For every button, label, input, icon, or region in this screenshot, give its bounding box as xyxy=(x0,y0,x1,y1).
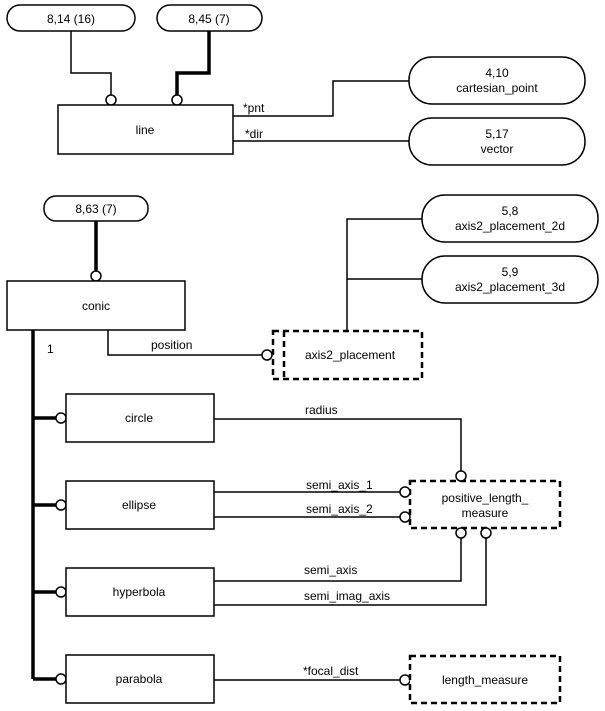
supertype-end-circle-icon xyxy=(171,94,183,106)
type-positive-length-measure-label-1: positive_length_ xyxy=(442,491,529,505)
entity-line[interactable]: line xyxy=(57,104,234,155)
ref-axis2-placement-3d-page: 5,9 xyxy=(502,265,519,279)
attr-pnt-line xyxy=(233,80,409,117)
attr-semi-axis-line xyxy=(214,538,462,582)
relation-end-circle-icon xyxy=(261,349,273,361)
relation-end-circle-icon xyxy=(399,511,411,523)
ref-vector[interactable]: 5,17 vector xyxy=(408,117,586,166)
entity-line-label: line xyxy=(136,123,155,137)
page-ref-8-14[interactable]: 8,14 (16) xyxy=(6,4,136,32)
page-ref-8-14-label: 8,14 (16) xyxy=(47,12,95,26)
ref-cartesian-point[interactable]: 4,10 cartesian_point xyxy=(408,56,586,105)
subtype-end-circle-icon xyxy=(55,586,67,598)
page-ref-8-45-label: 8,45 (7) xyxy=(188,12,229,26)
ref-axis2-placement-2d-name: axis2_placement_2d xyxy=(455,219,565,233)
entity-conic-label: conic xyxy=(82,299,110,313)
relation-end-circle-icon xyxy=(399,486,411,498)
entity-ellipse[interactable]: ellipse xyxy=(65,480,215,530)
ref-cartesian-point-page: 4,10 xyxy=(485,66,509,80)
select-branch-2d xyxy=(346,218,422,331)
relation-end-circle-icon xyxy=(455,527,467,539)
ref-cartesian-point-name: cartesian_point xyxy=(456,81,538,95)
ref-axis2-placement-3d-name: axis2_placement_3d xyxy=(455,280,565,294)
attr-semi-axis-label: semi_axis xyxy=(304,563,357,577)
ref-axis2-placement-3d[interactable]: 5,9 axis2_placement_3d xyxy=(421,255,599,304)
type-length-measure-label: length_measure xyxy=(442,673,528,687)
attr-semi-imag-axis-label: semi_imag_axis xyxy=(304,589,390,603)
entity-circle-label: circle xyxy=(125,411,153,425)
attr-dir-label: *dir xyxy=(245,127,263,141)
ref-vector-name: vector xyxy=(481,142,514,156)
type-positive-length-measure-label-2: measure xyxy=(462,506,509,520)
entity-parabola-label: parabola xyxy=(116,672,163,686)
page-ref-8-45[interactable]: 8,45 (7) xyxy=(156,4,263,32)
attr-position-label: position xyxy=(151,338,192,352)
relation-line-8-14 xyxy=(70,31,112,95)
attr-focal-dist-label: *focal_dist xyxy=(303,664,359,678)
attr-radius-line xyxy=(214,418,462,471)
entity-parabola[interactable]: parabola xyxy=(65,654,215,704)
supertype-end-circle-icon xyxy=(90,270,102,282)
type-axis2-placement-label: axis2_placement xyxy=(305,348,396,362)
relation-end-circle-icon xyxy=(399,674,411,686)
entity-hyperbola-label: hyperbola xyxy=(113,585,166,599)
relation-end-circle-icon xyxy=(105,94,117,106)
subtype-end-circle-icon xyxy=(55,412,67,424)
entity-hyperbola[interactable]: hyperbola xyxy=(65,567,215,617)
relation-end-circle-icon xyxy=(455,470,467,482)
attr-semi-axis-1-label: semi_axis_1 xyxy=(306,478,373,492)
entity-ellipse-label: ellipse xyxy=(122,498,156,512)
page-ref-8-63[interactable]: 8,63 (7) xyxy=(43,195,149,222)
attr-pnt-label: *pnt xyxy=(243,101,265,115)
attr-position-line xyxy=(107,330,262,356)
ref-axis2-placement-2d-page: 5,8 xyxy=(502,204,519,218)
attr-semi-axis-2-label: semi_axis_2 xyxy=(306,502,373,516)
ref-axis2-placement-2d[interactable]: 5,8 axis2_placement_2d xyxy=(421,194,599,243)
attr-radius-label: radius xyxy=(305,403,338,417)
page-ref-8-63-label: 8,63 (7) xyxy=(75,202,116,216)
entity-circle[interactable]: circle xyxy=(65,393,215,443)
subtype-end-circle-icon xyxy=(55,499,67,511)
subtype-cardinality-label: 1 xyxy=(47,342,54,356)
relation-end-circle-icon xyxy=(480,527,492,539)
entity-conic[interactable]: conic xyxy=(6,280,186,331)
subtype-end-circle-icon xyxy=(55,673,67,685)
supertype-line-8-45 xyxy=(175,31,211,95)
type-axis2-placement[interactable]: axis2_placement xyxy=(271,329,424,381)
type-positive-length-measure[interactable]: positive_length_ measure xyxy=(408,479,562,530)
type-length-measure[interactable]: length_measure xyxy=(408,654,562,705)
ref-vector-page: 5,17 xyxy=(485,127,509,141)
attr-semi-imag-axis-line xyxy=(214,538,487,606)
